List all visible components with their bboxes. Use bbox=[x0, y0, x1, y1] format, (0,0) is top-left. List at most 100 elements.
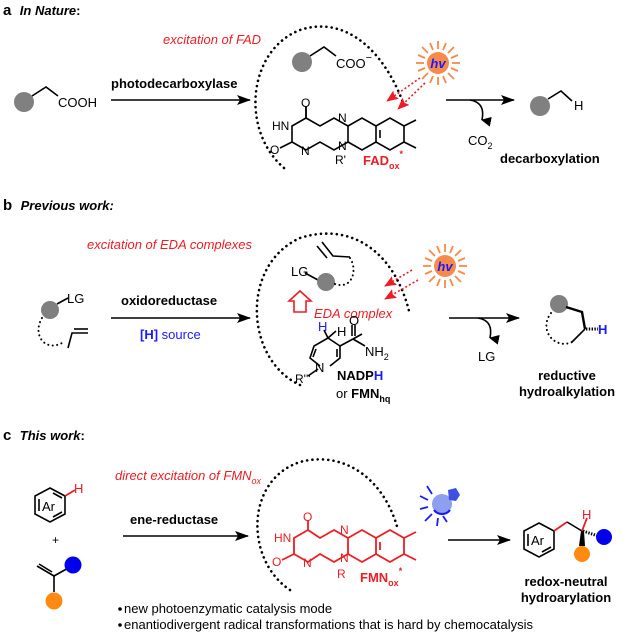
enzyme-pocket-arc bbox=[254, 25, 407, 170]
tether-dotted bbox=[334, 257, 355, 287]
svg-text:c This work:: c This work: bbox=[3, 427, 85, 444]
panel-a-title: In Nature bbox=[20, 3, 76, 18]
h-source-label: [H] source bbox=[140, 327, 201, 342]
nadph-n: N bbox=[315, 360, 324, 375]
flavin-r: R bbox=[337, 567, 346, 581]
fmn-flavin-structure bbox=[281, 520, 417, 564]
flavin-hn: HN bbox=[274, 531, 291, 545]
co2-release-arrow bbox=[469, 99, 492, 127]
product-label-2: hydroarylation bbox=[521, 590, 611, 605]
eda-up-arrow-icon bbox=[286, 289, 314, 313]
excitation-of-fad-label: excitation of FAD bbox=[163, 32, 261, 47]
substrate-cooh: COOH bbox=[58, 95, 97, 110]
panel-a-letter: a bbox=[3, 2, 12, 19]
lg-byproduct: LG bbox=[478, 349, 495, 364]
hv-label: hv bbox=[437, 259, 453, 274]
bond bbox=[565, 305, 587, 330]
fmnhq-label: or FMNhq bbox=[336, 386, 390, 404]
gray-sphere-icon bbox=[14, 92, 34, 112]
carboxylate-text: COO bbox=[336, 56, 366, 71]
bullet-item-1: new photoenzymatic catalysis mode bbox=[124, 601, 332, 616]
nadph-label: NADPH bbox=[337, 368, 383, 383]
flavin-o: O bbox=[270, 143, 279, 157]
eda-complex-label: EDA complex bbox=[314, 306, 393, 321]
bullet-dot bbox=[118, 623, 122, 627]
nadph-r: R''' bbox=[295, 372, 311, 386]
alkene-bond bbox=[321, 241, 351, 258]
nadph-transferable-h: H bbox=[318, 319, 327, 334]
plus-sign: + bbox=[52, 533, 59, 547]
flavin-n: N bbox=[301, 144, 310, 158]
bond bbox=[31, 86, 59, 97]
nadph-structure bbox=[307, 325, 366, 377]
panel-c-colon: : bbox=[80, 428, 84, 443]
enzyme-ene-reductase: ene-reductase bbox=[130, 512, 218, 527]
light-bulb-icon bbox=[419, 485, 460, 527]
alkene-bond bbox=[316, 245, 328, 259]
nadph-h: H bbox=[337, 324, 346, 339]
flavin-n: N bbox=[338, 111, 347, 125]
enzyme-photodecarboxylase: photodecarboxylase bbox=[111, 76, 237, 91]
blue-sphere-icon bbox=[64, 556, 82, 574]
fmn-ox-label: FMNox* bbox=[360, 566, 403, 588]
orange-sphere-icon bbox=[574, 546, 590, 562]
bullet-dot bbox=[118, 607, 122, 611]
bond bbox=[56, 297, 69, 305]
product-ar: Ar bbox=[531, 533, 545, 548]
panel-b-letter: b bbox=[3, 197, 12, 214]
flavin-n: N bbox=[340, 551, 349, 565]
enzyme-pocket-arc bbox=[256, 458, 400, 592]
product-structure bbox=[523, 517, 612, 562]
panel-b-title: Previous work: bbox=[21, 198, 114, 213]
carboxylate: COO− bbox=[336, 52, 372, 71]
substrate-carboxylic-acid: COOH bbox=[14, 86, 97, 112]
gray-sphere-icon bbox=[292, 52, 312, 72]
product-h: H bbox=[582, 507, 591, 522]
panel-c-letter: c bbox=[3, 427, 11, 444]
flavin-hn: HN bbox=[272, 119, 289, 133]
charge: − bbox=[366, 52, 372, 64]
excitation-of-eda-label: excitation of EDA complexes bbox=[87, 237, 252, 252]
svg-text:b Previous work:: b Previous work: bbox=[3, 197, 114, 214]
flavin-o: O bbox=[272, 555, 281, 569]
flavin-o: O bbox=[303, 510, 312, 524]
alkene-bond bbox=[67, 332, 88, 349]
bond bbox=[309, 46, 337, 57]
alkene-structure bbox=[36, 556, 82, 610]
enzyme-pocket-arc bbox=[255, 232, 412, 387]
flavin-n: N bbox=[338, 139, 347, 153]
flavin-n: N bbox=[303, 556, 312, 570]
gray-sphere-icon bbox=[41, 301, 59, 319]
flavin-o: O bbox=[301, 96, 310, 110]
sun-hv-icon: hv bbox=[416, 41, 460, 85]
panel-c: c This work: Ar H + ene-reductase direct… bbox=[3, 427, 612, 632]
light-arrow bbox=[384, 269, 413, 287]
flavin-n: N bbox=[340, 523, 349, 537]
light-arrow bbox=[397, 82, 426, 110]
product-label-1: redox-neutral bbox=[524, 574, 607, 589]
ring-dotted bbox=[545, 312, 573, 345]
bond bbox=[571, 328, 586, 343]
panel-a-colon: : bbox=[76, 3, 80, 18]
bond bbox=[547, 90, 573, 102]
product-h: H bbox=[598, 322, 607, 337]
sun-hv-icon: hv bbox=[423, 244, 467, 288]
gray-sphere-icon bbox=[550, 295, 568, 313]
lg-release-arrow bbox=[477, 317, 500, 345]
decarboxylation-label: decarboxylation bbox=[500, 151, 600, 166]
arene-structure bbox=[34, 487, 76, 523]
bullet-item-2: enantiodivergent radical transformations… bbox=[124, 617, 533, 632]
substrate-lg: LG bbox=[67, 291, 84, 306]
hv-label: hv bbox=[430, 56, 446, 71]
blue-sphere-icon bbox=[596, 529, 612, 545]
product-label-2: hydroalkylation bbox=[519, 384, 615, 399]
orange-sphere-icon bbox=[45, 592, 63, 610]
svg-text:a In Nature:: a In Nature: bbox=[3, 2, 80, 19]
nadph-o: O bbox=[349, 313, 359, 328]
panel-c-title: This work bbox=[20, 428, 81, 443]
panel-a: a In Nature: COOH photodecarboxylase exc… bbox=[3, 2, 600, 171]
panel-b: b Previous work: LG oxidoreductase [H] s… bbox=[3, 197, 615, 404]
fad-flavin-structure bbox=[279, 106, 417, 151]
co2-byproduct: CO2 bbox=[468, 133, 493, 151]
